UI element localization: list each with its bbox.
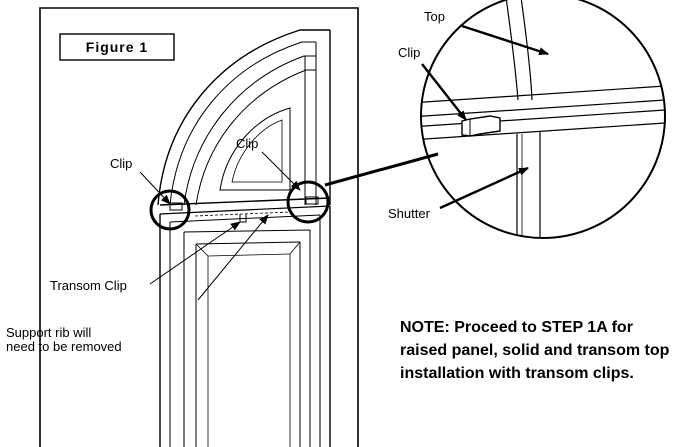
support-rib-label-line1: Support rib will	[6, 325, 91, 340]
detail-shutter-arrow	[439, 166, 529, 210]
figure-title: Figure 1	[86, 39, 148, 55]
detail-circle	[420, 0, 666, 239]
support-rib-label-line2: need to be removed	[6, 339, 122, 354]
detail-clip-label: Clip	[398, 45, 420, 60]
clip-center-arrow	[261, 151, 301, 191]
clip-center-label: Clip	[236, 136, 258, 151]
clip-left-label: Clip	[110, 156, 132, 171]
clip-highlight-left	[149, 189, 191, 231]
support-rib-arrow	[197, 214, 269, 301]
detail-top-arrow	[461, 24, 549, 56]
detail-clip-arrow	[421, 63, 467, 121]
arched-shutter	[157, 29, 331, 447]
installation-note: NOTE: Proceed to STEP 1A for raised pane…	[400, 319, 670, 382]
detail-top-label: Top	[424, 9, 445, 24]
detail-connector-line	[324, 152, 439, 187]
figure-border	[39, 7, 359, 447]
clip-highlight-right	[286, 180, 330, 224]
transom-clip-arrow	[149, 221, 241, 285]
detail-shutter-label: Shutter	[388, 206, 431, 221]
clip-left-arrow	[139, 171, 171, 205]
transom-clip-label: Transom Clip	[50, 278, 127, 293]
figure-title-box: Figure 1	[59, 33, 175, 61]
detail-view	[420, 0, 666, 239]
